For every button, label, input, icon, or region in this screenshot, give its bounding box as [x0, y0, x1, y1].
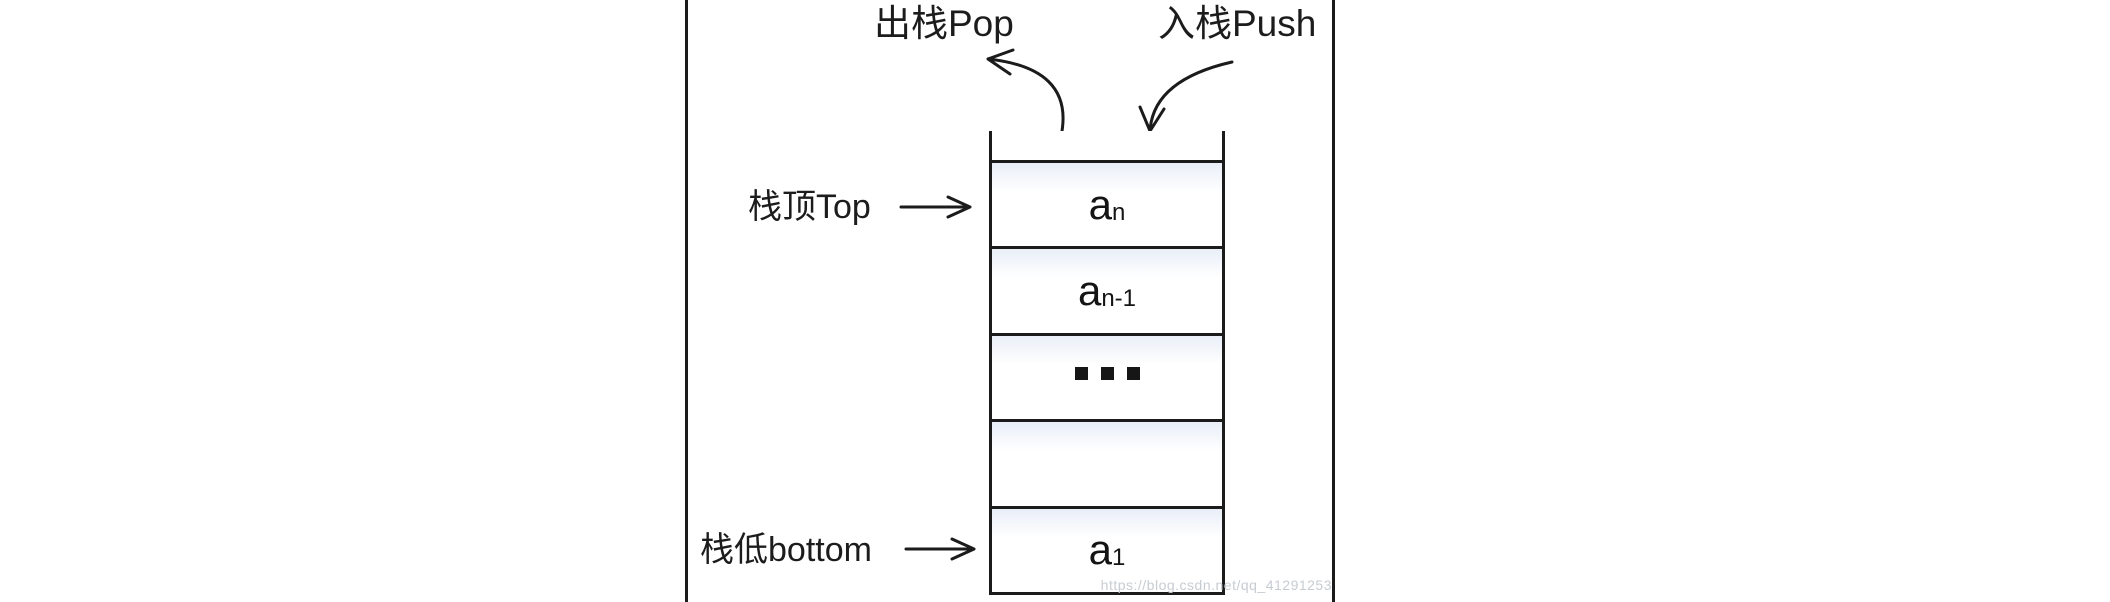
stack-cell-dots [992, 332, 1222, 420]
ellipsis-dot [1100, 367, 1114, 381]
stack-cell-empty [992, 419, 1222, 506]
cell-value-subscript: n-1 [1101, 285, 1137, 313]
ellipsis-dot [1074, 367, 1088, 381]
pop-operation-label: 出栈Pop [874, 3, 1014, 44]
stack-bottom-label: 栈低bottom [700, 531, 872, 569]
push-arrow [1138, 60, 1234, 133]
ellipsis-dots [1074, 367, 1140, 381]
outer-frame-right-border [1332, 0, 1335, 602]
cell-value-subscript: n [1112, 198, 1126, 226]
stack-top-label: 栈顶Top [748, 188, 871, 226]
watermark-text: https://blog.csdn.net/qq_41291253 [1100, 577, 1332, 593]
top-pointer-arrow [899, 195, 972, 219]
push-operation-label: 入栈Push [1158, 3, 1317, 44]
cell-value-base: a [1088, 526, 1112, 574]
cell-value-base: a [1077, 267, 1102, 315]
stack-open-mouth [992, 131, 1222, 160]
cell-value-base: a [1088, 180, 1112, 228]
ellipsis-dot [1126, 367, 1140, 381]
pop-arrow [986, 48, 1065, 133]
cell-value-subscript: 1 [1112, 544, 1126, 572]
outer-frame-left-border [685, 0, 688, 602]
bottom-pointer-arrow [904, 537, 976, 561]
